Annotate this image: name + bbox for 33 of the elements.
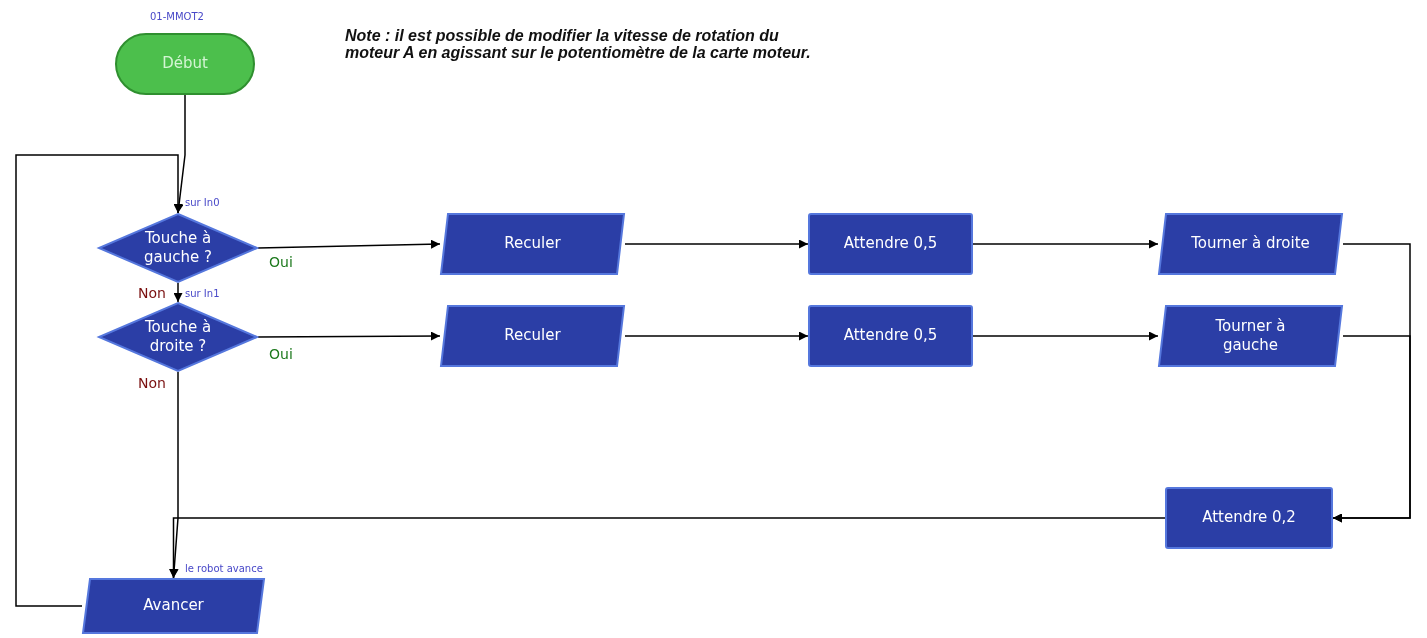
action-parallelogram bbox=[1158, 305, 1343, 367]
arrow bbox=[1332, 335, 1411, 523]
action-parallelogram bbox=[1158, 213, 1343, 275]
action-parallelogram bbox=[440, 305, 625, 367]
node-label: Reculer bbox=[504, 326, 561, 346]
arrow bbox=[257, 239, 441, 249]
note-text: Note : il est possible de modifier la vitesse de rotation du moteur A en agissant sur le potentiomètre de la carte moteur. bbox=[345, 28, 812, 62]
arrow bbox=[169, 517, 1166, 579]
action-parallelogram bbox=[440, 213, 625, 275]
arrow bbox=[624, 239, 809, 249]
node-label: Attendre 0,5 bbox=[843, 234, 938, 254]
process-box bbox=[808, 213, 973, 275]
arrow bbox=[972, 239, 1159, 249]
node-label: Tourner à gauche bbox=[1214, 316, 1287, 356]
node-label: Attendre 0,2 bbox=[1202, 508, 1296, 528]
node-label: Avancer bbox=[143, 596, 204, 616]
arrow bbox=[15, 154, 183, 607]
node-label: Reculer bbox=[504, 234, 561, 254]
node-caption: 01-MMOT2 bbox=[150, 11, 204, 22]
node-caption: le robot avance bbox=[185, 563, 263, 574]
arrow bbox=[173, 282, 183, 303]
process-box bbox=[1165, 487, 1333, 549]
node-label: Attendre 0,5 bbox=[843, 326, 938, 346]
node-caption: sur In0 bbox=[185, 197, 220, 208]
process-box bbox=[808, 305, 973, 367]
node-label: Début bbox=[162, 54, 208, 74]
node-label: Touche à droite ? bbox=[143, 317, 213, 357]
arrow bbox=[257, 331, 441, 341]
arrow bbox=[624, 331, 809, 341]
node-caption: sur In1 bbox=[185, 288, 220, 299]
node-label: Touche à gauche ? bbox=[143, 228, 213, 268]
arrow bbox=[972, 331, 1159, 341]
node-label: Tourner à droite bbox=[1191, 234, 1310, 254]
